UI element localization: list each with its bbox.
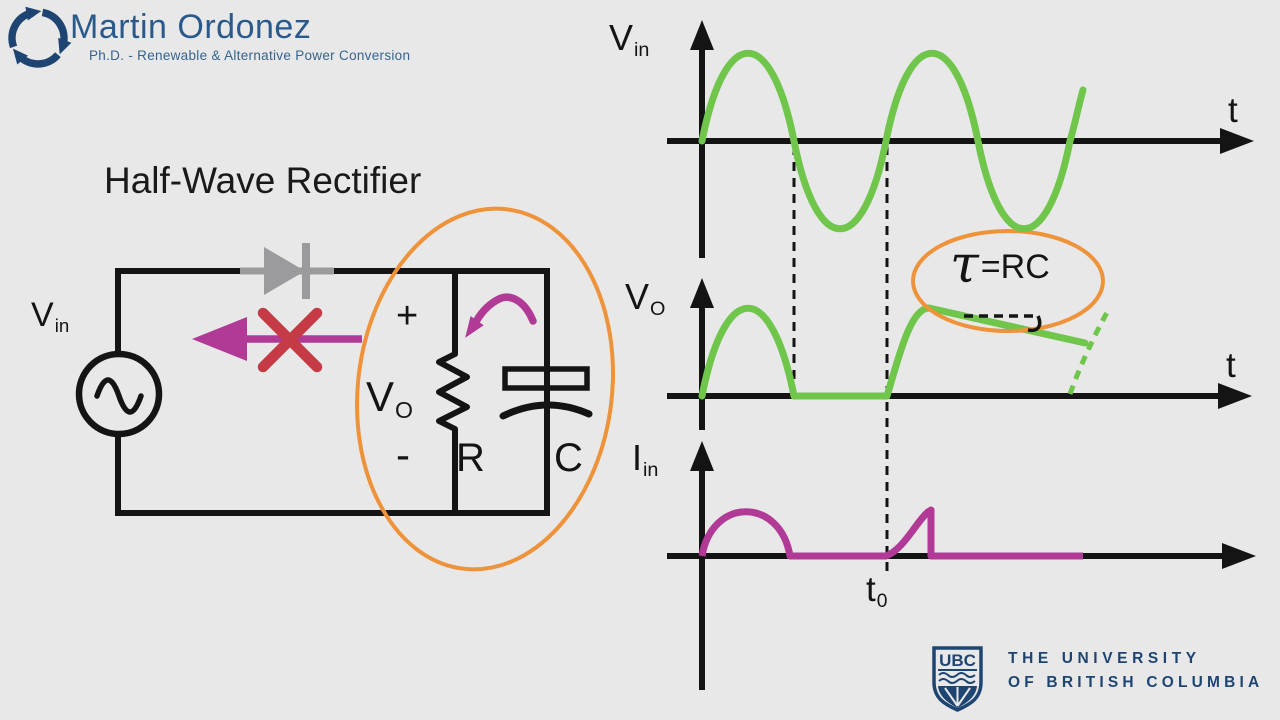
vout-time-label: t [1226, 346, 1236, 385]
t0-label: t0 [866, 570, 888, 612]
circuit-wires [115, 268, 550, 516]
university-name-line2: OF BRITISH COLUMBIA [1008, 674, 1264, 691]
tau-annotation-ellipse [911, 229, 1105, 333]
resistor-icon [436, 271, 470, 513]
discharge-arrow-icon [465, 293, 537, 338]
iin-axis-label: Iin [632, 437, 659, 481]
vin-sine-wave [698, 50, 1087, 232]
capacitor-icon [499, 271, 593, 513]
recycle-logo-icon [8, 6, 72, 68]
waveform-plots [667, 20, 1256, 690]
circuit-vo-label: VO [366, 373, 413, 423]
capacitor-label: C [554, 436, 583, 480]
brand-tagline: Ph.D. - Renewable & Alternative Power Co… [89, 48, 411, 63]
brand-name: Martin Ordonez [70, 8, 312, 46]
peak-dashed-marker [964, 314, 1042, 333]
vout-axis-label: VO [625, 276, 666, 320]
ubc-crest-icon: UBC [932, 646, 983, 712]
rc-highlight-ellipse [355, 206, 615, 572]
slide-title: Half-Wave Rectifier [104, 160, 422, 201]
vin-time-label: t [1228, 91, 1238, 130]
vin-axis-label: Vin [609, 17, 650, 61]
axis-arrowheads [690, 20, 1256, 569]
vin-plot-axes [667, 44, 1226, 258]
tau-rc-annotation: τ=RC [950, 235, 1050, 295]
vout-dashed-continuation [1067, 305, 1113, 395]
ac-source-icon [75, 350, 163, 438]
iin-waveform [698, 506, 1083, 560]
diode-icon [240, 243, 334, 299]
resistor-label: R [456, 436, 485, 480]
vout-plot-axes [667, 302, 1224, 430]
circuit-diagram [75, 206, 615, 572]
x-mark-icon [257, 307, 323, 373]
university-name-line1: THE UNIVERSITY [1008, 650, 1201, 667]
polarity-plus-label: + [396, 295, 419, 337]
ubc-crest-text: UBC [939, 651, 976, 670]
blocked-current-arrow [192, 317, 362, 361]
circuit-vin-label: Vin [31, 296, 70, 336]
polarity-minus-label: - [396, 431, 410, 478]
vout-waveform [698, 304, 1089, 400]
